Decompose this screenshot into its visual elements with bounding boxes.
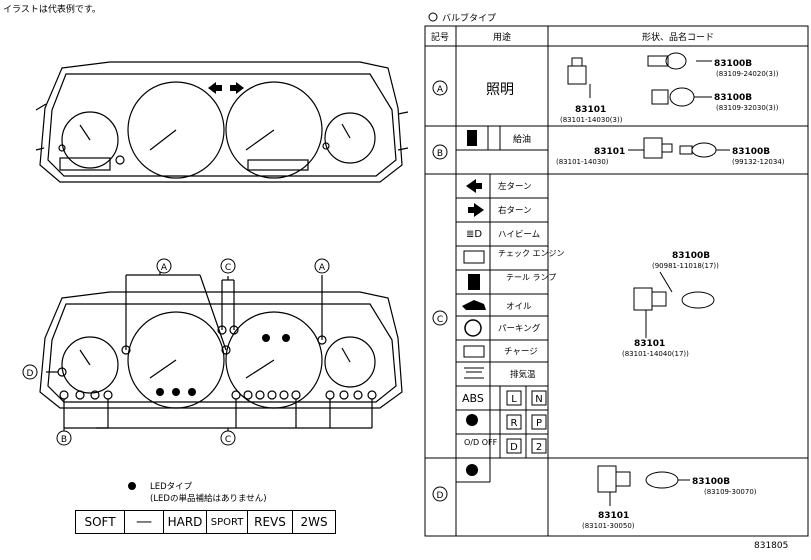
page-code: 831805: [754, 541, 789, 551]
symbol-d: D: [437, 491, 444, 501]
gear-r: R: [511, 418, 518, 429]
callout-c2-label: C: [225, 435, 231, 445]
gear-n: N: [535, 394, 542, 405]
usage-fuel: 給油: [513, 133, 531, 145]
legend-line2: (LEDの単品補給はありません): [150, 493, 267, 504]
seatbelt-icon: [466, 414, 478, 426]
callout-a-label: A: [161, 263, 168, 273]
gear-od-off: O/D OFF: [464, 438, 498, 447]
bottom-cluster-illustration: [39, 272, 403, 432]
part-c-code-2: 83101: [634, 339, 665, 349]
part-c-code-1: 83100B: [672, 251, 710, 261]
led-dots: [128, 334, 290, 490]
mode-revs: REVS: [248, 511, 293, 533]
callout-d-label: D: [27, 369, 34, 379]
part-a-sub-3: (83109-32030(3)): [716, 104, 779, 112]
part-b-sub-1: (83101-14030): [556, 158, 609, 166]
part-d-sub-2: (83101-30050): [582, 522, 635, 530]
gear-l: L: [511, 394, 517, 405]
oil-icon: [462, 300, 486, 310]
callout-markers: [22, 258, 330, 446]
arrow-right-icon: [474, 203, 484, 217]
part-d-sub-1: (83109-30070): [704, 488, 757, 496]
c-item-high-beam: ハイビーム: [498, 230, 540, 240]
illustration-note: イラストは代表例です。: [3, 5, 101, 15]
part-a-code-3: 83100B: [714, 93, 752, 103]
mode-separator: ──: [125, 511, 164, 533]
turn-arrows-icon: [208, 82, 244, 94]
header-symbol: 記号: [431, 31, 449, 43]
c-item-check-engine: チェック エンジン: [498, 249, 565, 258]
part-a-code-2: 83100B: [714, 59, 752, 69]
c-item-exhaust: 排気温: [510, 369, 536, 380]
mode-soft: SOFT: [76, 511, 125, 533]
symbol-c: C: [437, 315, 443, 325]
callout-a2-label: A: [319, 263, 326, 273]
usage-lighting: 照明: [486, 82, 514, 98]
mode-display-strip: SOFT ── HARD SPORT REVS 2WS: [75, 510, 336, 534]
part-c-sub-2: (83101-14040(17)): [622, 350, 689, 358]
part-b-sub-2: (99132-12034): [732, 158, 785, 166]
gear-p: P: [536, 418, 542, 429]
battery-icon: [463, 345, 485, 358]
header-shape-code: 形状、品名コード: [642, 31, 714, 43]
c-item-tail-lamp: テール ランプ: [506, 273, 556, 282]
top-cluster-illustration: [35, 61, 409, 183]
exhaust-temp-icon: [464, 367, 484, 379]
c-item-right-turn: 右ターン: [498, 205, 532, 216]
row-symbol-labels: A B C D: [437, 85, 444, 501]
fuel-pump-icon: [467, 130, 477, 146]
callout-c-label: C: [225, 263, 231, 273]
c-item-oil: オイル: [506, 302, 532, 312]
part-a-sub-2: (83109-24020(3)): [716, 70, 779, 78]
callout-b-label: B: [61, 435, 67, 445]
tail-lamp-icon: [468, 274, 480, 290]
seatbelt-warning-icon: [466, 464, 478, 476]
mode-2ws: 2WS: [300, 515, 328, 529]
gear-d: D: [510, 442, 518, 453]
gear-abs: ABS: [462, 392, 484, 405]
part-a-sub-1: (83101-14030(3)): [560, 116, 623, 124]
brake-icon: [464, 319, 482, 337]
high-beam-icon: ≣D: [466, 229, 482, 240]
legend-line1: LEDタイプ: [150, 482, 193, 492]
part-d-code-2: 83101: [598, 511, 629, 521]
part-b-code-2: 83100B: [732, 147, 770, 157]
section-title: バルブタイプ: [442, 14, 497, 24]
part-a-code-1: 83101: [575, 105, 606, 115]
symbol-b: B: [437, 149, 443, 159]
gear-2: 2: [536, 442, 542, 453]
c-item-left-turn: 左ターン: [498, 181, 532, 192]
symbol-a: A: [437, 85, 444, 95]
check-engine-icon: [463, 250, 485, 264]
header-usage: 用途: [493, 31, 511, 43]
part-d-code-1: 83100B: [692, 477, 730, 487]
part-c-sub-1: (90981-11018(17)): [652, 262, 719, 270]
bulb-table: [424, 12, 809, 537]
c-item-parking: パーキング: [498, 323, 541, 334]
arrow-left-icon: [466, 179, 476, 193]
part-b-code-1: 83101: [594, 147, 625, 157]
mode-sport: SPORT: [207, 511, 248, 533]
mode-hard: HARD: [164, 511, 207, 533]
c-item-charge: チャージ: [504, 347, 538, 357]
